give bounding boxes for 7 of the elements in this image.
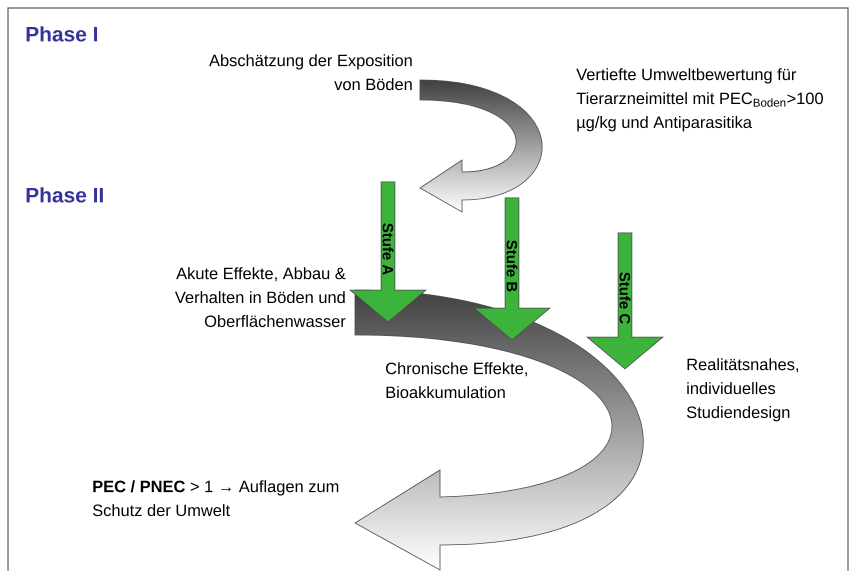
phase-heading: Phase II	[26, 187, 103, 203]
description-text: Chronische Effekte, Bioakkumulation	[386, 362, 527, 398]
phase-heading: Phase I	[26, 26, 98, 42]
description-text: Vertiefte Umweltbewertung für Tierarzneimittel mit PEC$_{Boden}$>100 µg/kg und Antiparasitika	[576, 68, 823, 132]
result-text: PEC / PNEC > 1 → Auflagen zum Schutz der Umwelt	[92, 480, 338, 516]
description-text: Realitätsnahes, individuelles Studiendesign	[686, 358, 798, 422]
description-text: Abschätzung der Exposition von Böden	[209, 54, 412, 90]
